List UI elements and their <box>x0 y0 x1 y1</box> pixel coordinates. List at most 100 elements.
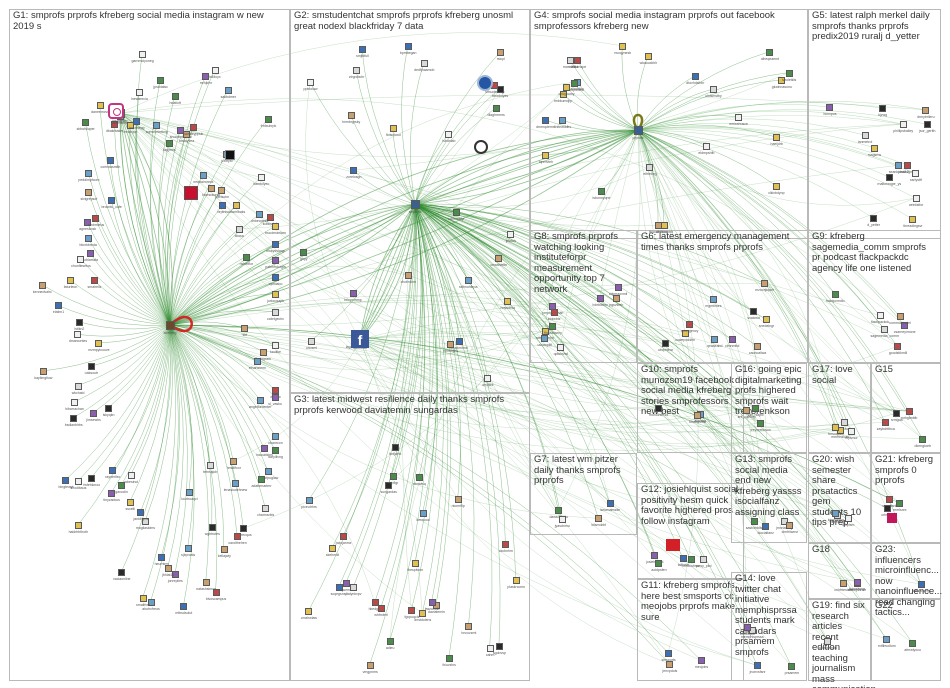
node-avatar[interactable] <box>419 610 426 617</box>
node-avatar[interactable] <box>257 397 264 404</box>
red-logo-icon[interactable] <box>887 513 897 523</box>
node-avatar[interactable] <box>496 643 503 650</box>
node-avatar[interactable] <box>597 295 604 302</box>
node-avatar[interactable] <box>665 650 672 657</box>
node-avatar[interactable] <box>773 183 780 190</box>
node-avatar[interactable] <box>200 172 207 179</box>
node-avatar[interactable] <box>262 505 269 512</box>
node-avatar[interactable] <box>74 331 81 338</box>
node-avatar[interactable] <box>272 257 279 264</box>
node-avatar[interactable] <box>350 584 357 591</box>
node-avatar[interactable] <box>497 49 504 56</box>
node-avatar[interactable] <box>607 500 614 507</box>
node-avatar[interactable] <box>241 325 248 332</box>
node-avatar[interactable] <box>230 458 237 465</box>
node-avatar[interactable] <box>408 607 415 614</box>
node-avatar[interactable] <box>680 555 687 562</box>
node-avatar[interactable] <box>692 73 699 80</box>
node-avatar[interactable] <box>412 560 419 567</box>
node-avatar[interactable] <box>265 468 272 475</box>
node-avatar[interactable] <box>272 291 279 298</box>
node-avatar[interactable] <box>95 340 102 347</box>
node-avatar[interactable] <box>541 335 548 342</box>
node-avatar[interactable] <box>232 480 239 487</box>
node-avatar[interactable] <box>172 93 179 100</box>
node-avatar[interactable] <box>832 510 839 517</box>
node-avatar[interactable] <box>308 338 315 345</box>
node-avatar[interactable] <box>75 383 82 390</box>
node-avatar[interactable] <box>212 67 219 74</box>
node-avatar[interactable] <box>743 407 750 414</box>
node-avatar[interactable] <box>416 474 423 481</box>
node-avatar[interactable] <box>91 277 98 284</box>
node-avatar[interactable] <box>484 375 491 382</box>
node-avatar[interactable] <box>919 436 926 443</box>
node-avatar[interactable] <box>854 579 861 586</box>
node-avatar[interactable] <box>688 556 695 563</box>
node-avatar[interactable] <box>353 67 360 74</box>
node-avatar[interactable] <box>202 73 209 80</box>
node-avatar[interactable] <box>913 195 920 202</box>
node-avatar[interactable] <box>882 419 889 426</box>
node-avatar[interactable] <box>886 496 893 503</box>
node-avatar[interactable] <box>88 475 95 482</box>
hub-node-prprofs[interactable] <box>634 126 643 135</box>
node-avatar[interactable] <box>107 157 114 164</box>
node-avatar[interactable] <box>549 323 556 330</box>
node-avatar[interactable] <box>272 241 279 248</box>
node-avatar[interactable] <box>243 254 250 261</box>
node-avatar[interactable] <box>92 215 99 222</box>
node-avatar[interactable] <box>219 202 226 209</box>
node-avatar[interactable] <box>924 121 931 128</box>
node-avatar[interactable] <box>922 107 929 114</box>
node-avatar[interactable] <box>350 290 357 297</box>
node-avatar[interactable] <box>307 79 314 86</box>
node-avatar[interactable] <box>272 274 279 281</box>
node-avatar[interactable] <box>710 86 717 93</box>
node-avatar[interactable] <box>666 661 673 668</box>
node-avatar[interactable] <box>343 580 350 587</box>
node-avatar[interactable] <box>862 132 869 139</box>
node-avatar[interactable] <box>108 197 115 204</box>
node-avatar[interactable] <box>762 523 769 530</box>
node-avatar[interactable] <box>661 222 668 229</box>
node-avatar[interactable] <box>870 215 877 222</box>
node-avatar[interactable] <box>234 533 241 540</box>
node-avatar[interactable] <box>754 662 761 669</box>
node-avatar[interactable] <box>133 118 140 125</box>
node-avatar[interactable] <box>729 336 736 343</box>
node-avatar[interactable] <box>390 473 397 480</box>
node-avatar[interactable] <box>497 86 504 93</box>
node-avatar[interactable] <box>180 603 187 610</box>
node-avatar[interactable] <box>700 556 707 563</box>
node-avatar[interactable] <box>367 662 374 669</box>
node-avatar[interactable] <box>109 467 116 474</box>
node-avatar[interactable] <box>655 560 662 567</box>
node-avatar[interactable] <box>662 340 669 347</box>
node-avatar[interactable] <box>62 477 69 484</box>
node-avatar[interactable] <box>904 162 911 169</box>
node-avatar[interactable] <box>918 581 925 588</box>
facebook-logo-icon[interactable]: f <box>351 330 369 348</box>
node-avatar[interactable] <box>744 624 751 631</box>
node-avatar[interactable] <box>118 482 125 489</box>
node-avatar[interactable] <box>551 309 558 316</box>
node-avatar[interactable] <box>751 518 758 525</box>
node-avatar[interactable] <box>615 284 622 291</box>
node-avatar[interactable] <box>595 515 602 522</box>
node-avatar[interactable] <box>387 638 394 645</box>
node-avatar[interactable] <box>300 249 307 256</box>
node-avatar[interactable] <box>203 579 210 586</box>
node-avatar[interactable] <box>567 57 574 64</box>
node-avatar[interactable] <box>127 499 134 506</box>
gear-logo-icon[interactable] <box>474 140 488 154</box>
node-avatar[interactable] <box>446 655 453 662</box>
node-avatar[interactable] <box>236 226 243 233</box>
node-avatar[interactable] <box>158 554 165 561</box>
node-avatar[interactable] <box>703 143 710 150</box>
node-avatar[interactable] <box>694 412 701 419</box>
node-avatar[interactable] <box>207 462 214 469</box>
node-avatar[interactable] <box>502 541 509 548</box>
node-avatar[interactable] <box>786 70 793 77</box>
circle-logo-icon[interactable] <box>477 75 493 91</box>
